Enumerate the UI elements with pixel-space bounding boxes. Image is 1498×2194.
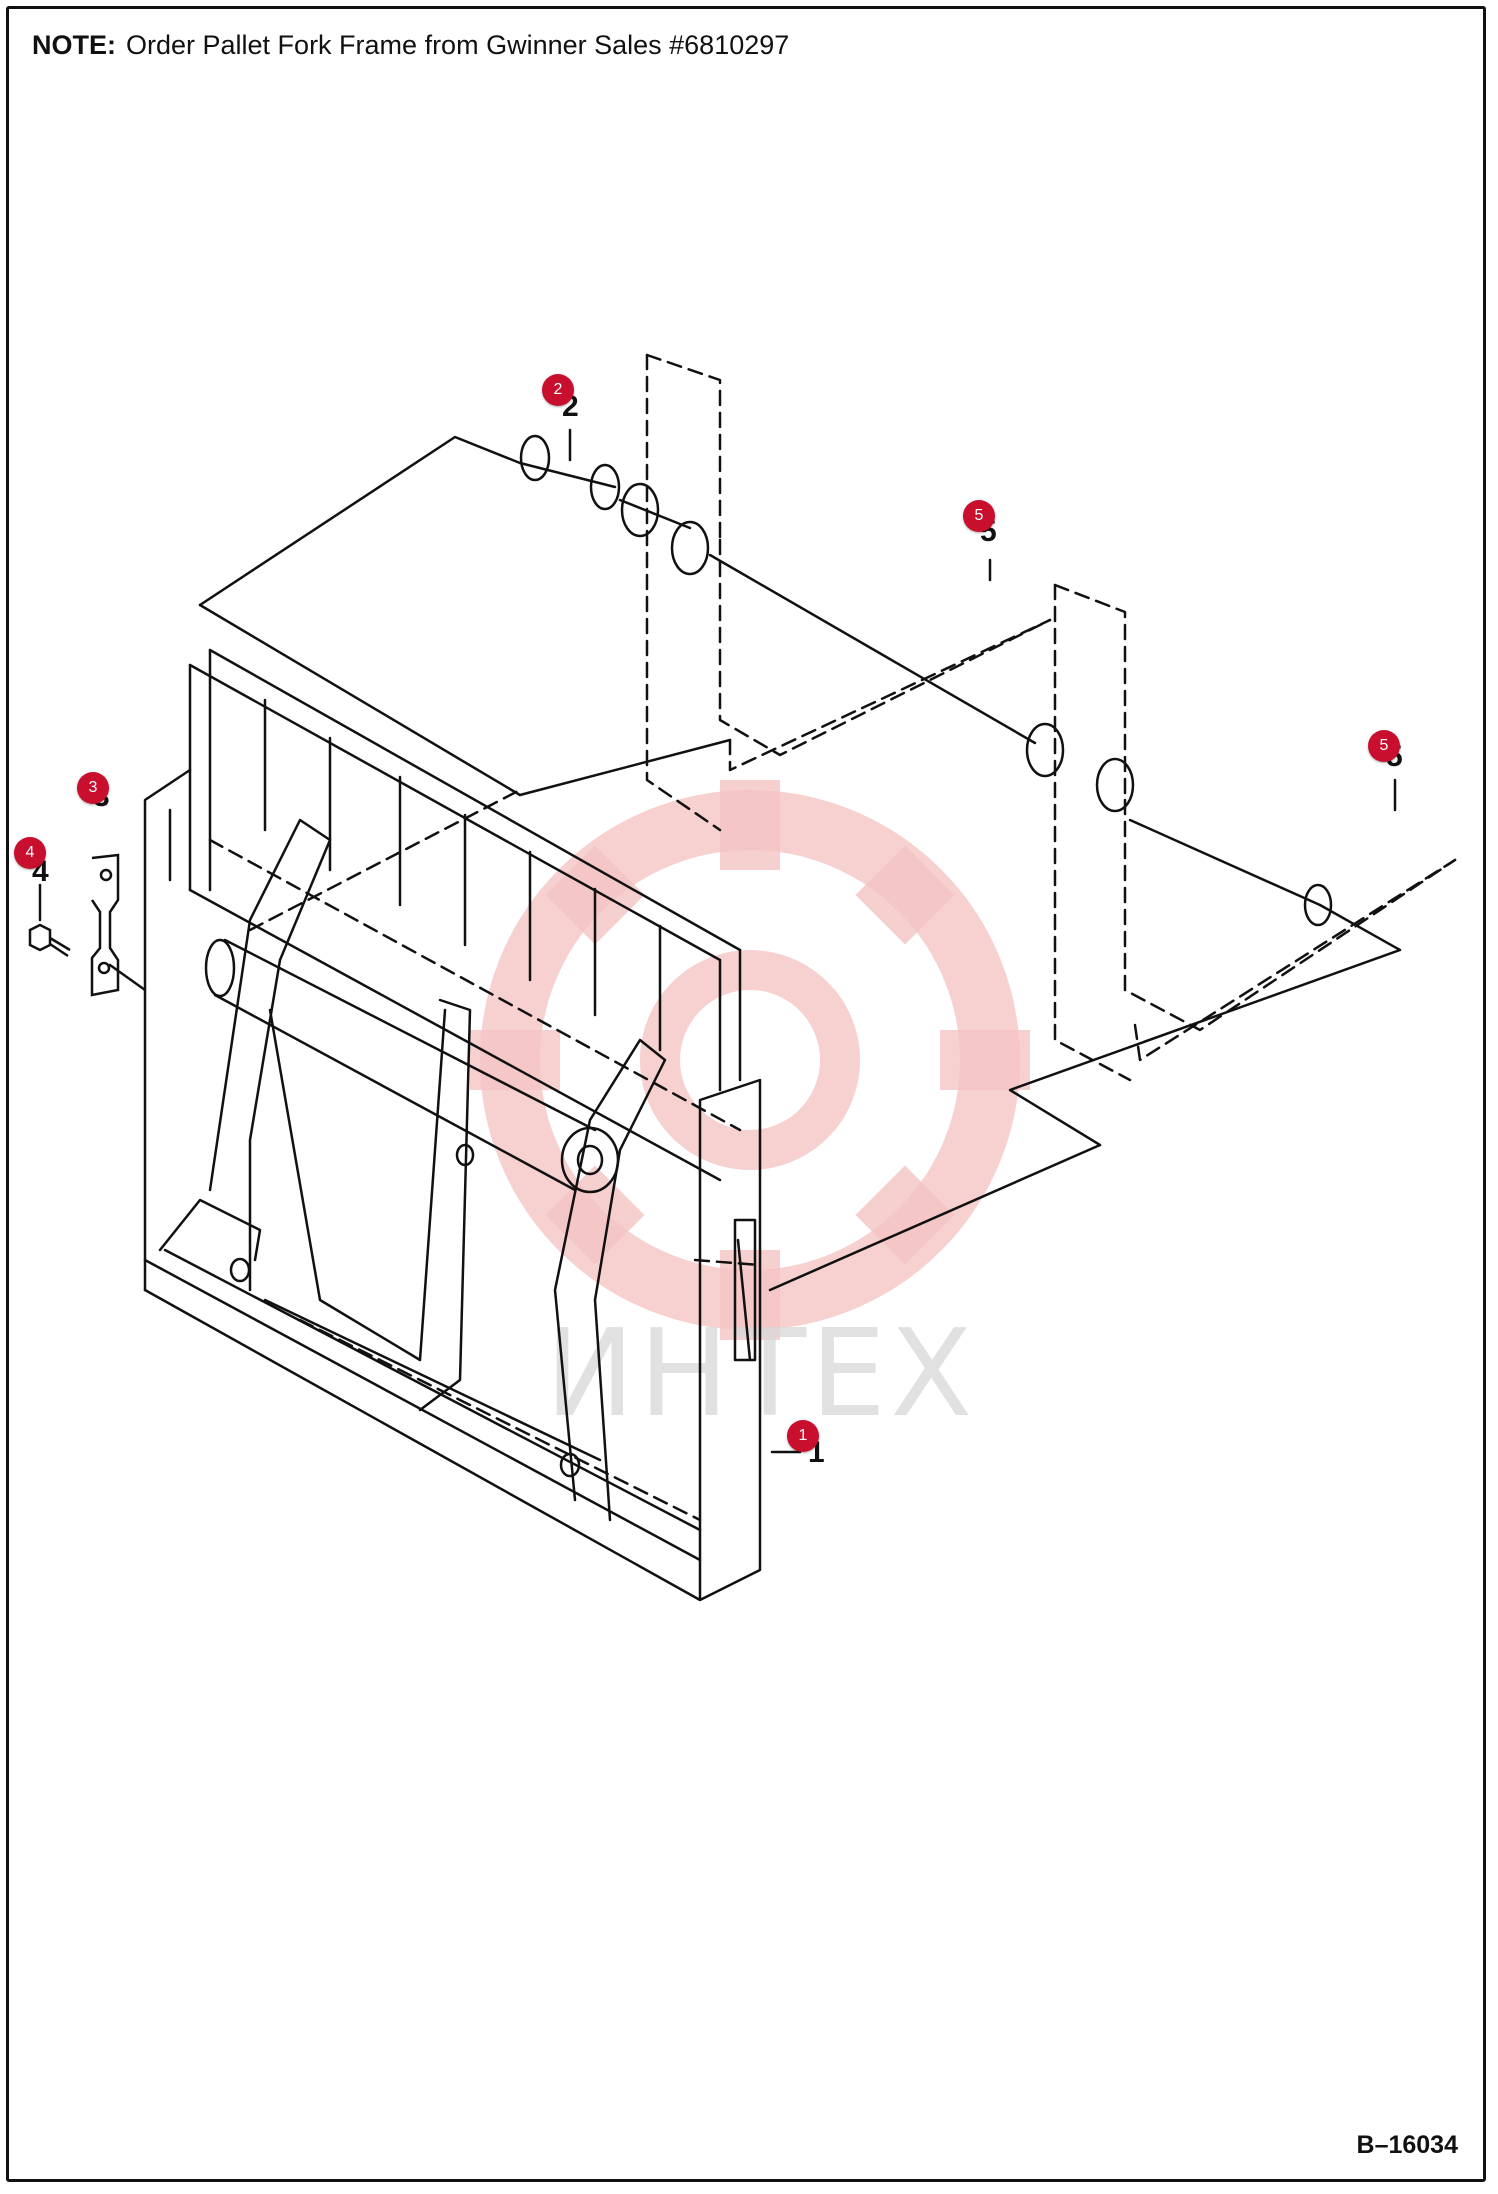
marker-part-2[interactable]: 2: [542, 374, 574, 406]
marker-part-1[interactable]: 1: [787, 1420, 819, 1452]
marker-part-4[interactable]: 4: [14, 837, 46, 869]
marker-part-3[interactable]: 3: [77, 772, 109, 804]
marker-part-5a[interactable]: 5: [963, 500, 995, 532]
drawing-code: B–16034: [1356, 2131, 1458, 2159]
drawing-frame: [6, 6, 1486, 2182]
marker-part-5b[interactable]: 5: [1368, 730, 1400, 762]
note-label: NOTE:: [32, 30, 116, 60]
note-text: NOTE: Order Pallet Fork Frame from Gwinne…: [32, 30, 789, 61]
note-body: Order Pallet Fork Frame from Gwinner Sal…: [126, 30, 790, 60]
watermark-text: ИНТЕХ: [545, 1305, 977, 1444]
